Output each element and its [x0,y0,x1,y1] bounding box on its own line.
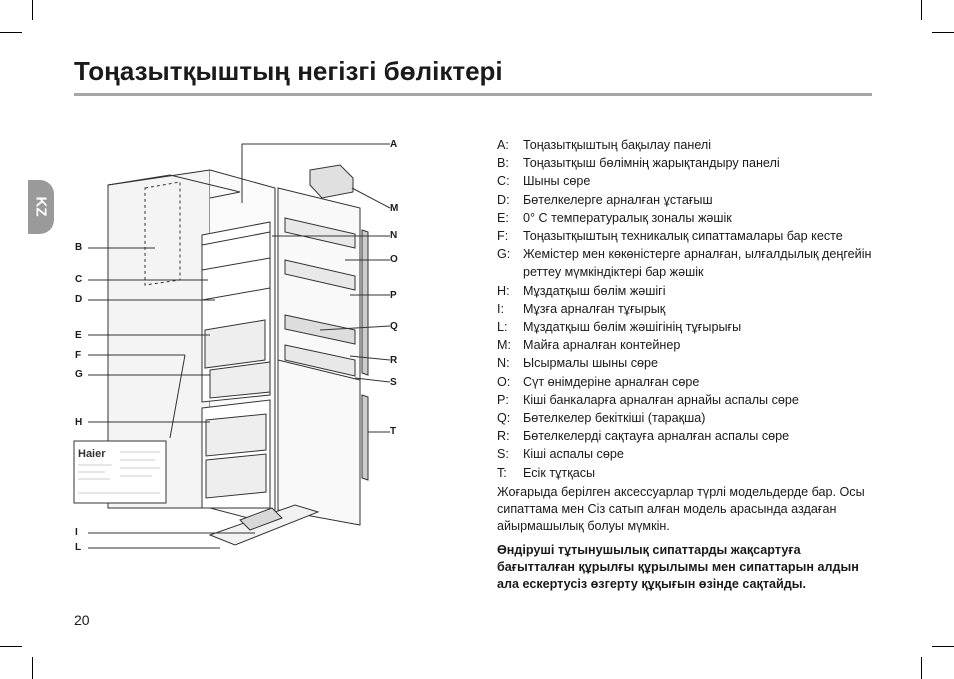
legend-item: G: Жемістер мен көкөністерге арналған, ыл… [497,245,877,281]
callout-i: I [75,527,78,538]
callout-f: F [75,350,82,361]
crop-mark [32,657,33,679]
legend-text: Бөтелкелерге арналған ұстағыш [523,192,713,207]
legend-item: H: Мұздатқыш бөлім жәшігі [497,282,877,300]
callout-n: N [390,230,398,241]
legend-key: F: [497,229,509,244]
callout-o: O [390,254,398,265]
legend-item: C: Шыны сөре [497,172,877,190]
page-title: Тоңазытқыштың негізгі бөліктері [74,56,503,86]
legend-key: P: [497,392,509,407]
language-tab-label: KZ [32,196,50,217]
parts-legend: A: Тоңазытқыштың бақылау панелі B: Тоңазыт… [497,136,877,482]
legend-text: Мұздатқыш бөлім жәшігінің тұғырығы [523,320,742,335]
callout-d: D [75,294,83,305]
page-number: 20 [74,612,90,628]
callout-a: A [390,139,398,150]
manufacturer-notice: Өндіруші тұтынушылық сипаттарды жақсарту… [497,543,859,591]
legend-item: M: Майға арналған контейнер [497,336,877,354]
legend-item: I: Мұзға арналған тұғырық [497,300,877,318]
legend-text: Мұзға арналған тұғырық [523,301,666,316]
legend-key: N: [497,356,510,371]
legend-item: N: Ысырмалы шыны сөре [497,354,877,372]
callout-b: B [75,242,83,253]
legend-key: D: [497,192,510,207]
legend-key: T: [497,465,507,480]
legend-text: Шыны сөре [523,174,591,189]
legend-text: Мұздатқыш бөлім жәшігі [523,283,666,298]
legend-key: A: [497,138,509,152]
accessories-note: Жоғарыда берілген аксессуарлар түрлі мод… [497,485,865,533]
legend-key: G: [497,247,511,262]
title-rule [74,93,872,96]
legend-item: B: Тоңазытқыш бөлімнің жарықтандыру панел… [497,154,877,172]
legend-text: Сүт өнімдеріне арналған сөре [523,374,700,389]
legend-key: S: [497,447,509,462]
rating-plate-brand: Haier [78,448,106,460]
legend-key: I: [497,301,504,316]
callout-q: Q [390,321,398,332]
callout-s: S [390,377,397,388]
legend-item: O: Сүт өнімдеріне арналған сөре [497,373,877,391]
callout-r: R [390,355,398,366]
legend-item: S: Кіші аспалы сөре [497,445,877,463]
legend-text: Тоңазытқыштың техникалық сипаттамалары б… [523,229,843,244]
crop-mark [921,657,922,679]
language-tab: KZ [28,180,54,234]
crop-mark [921,0,922,20]
legend-text: Тоңазытқыштың бақылау панелі [523,138,712,152]
legend-key: O: [497,374,511,389]
legend-key: R: [497,429,510,444]
legend-key: H: [497,283,510,298]
legend-text: Бөтелкелер бекіткіші (тарақша) [523,411,706,426]
legend-text: Жемістер мен көкөністерге арналған, ылға… [523,247,872,280]
crop-mark [0,32,22,33]
callout-h: H [75,417,83,428]
legend-text: 0° C температуралық зоналы жәшік [523,210,732,225]
legend-key: C: [497,174,510,189]
legend-key: L: [497,320,508,335]
legend-text: Есік тұтқасы [523,465,596,480]
crop-mark [932,32,954,33]
callout-p: P [390,290,397,301]
legend-item: Q: Бөтелкелер бекіткіші (тарақша) [497,409,877,427]
legend-item: F: Тоңазытқыштың техникалық сипаттамалары… [497,227,877,245]
legend-item: P: Кіші банкаларға арналған арнайы аспалы… [497,391,877,409]
callout-e: E [75,330,82,341]
crop-mark [932,646,954,647]
legend-text: Кіші аспалы сөре [523,447,624,462]
legend-text: Бөтелкелерді сақтауға арналған аспалы сө… [523,429,790,444]
callout-c: C [75,274,83,285]
callout-t: T [390,426,397,437]
legend-key: E: [497,210,509,225]
legend-item: L: Мұздатқыш бөлім жәшігінің тұғырығы [497,318,877,336]
legend-key: M: [497,338,511,353]
legend-text: Тоңазытқыш бөлімнің жарықтандыру панелі [523,156,780,171]
legend-text: Майға арналған контейнер [523,338,681,353]
legend-text: Кіші банкаларға арналған арнайы аспалы с… [523,392,799,407]
legend-item: T: Есік тұтқасы [497,464,877,482]
legend-text: Ысырмалы шыны сөре [523,356,659,371]
callout-l: L [75,542,82,553]
legend-item: D: Бөтелкелерге арналған ұстағыш [497,191,877,209]
callout-m: M [390,203,399,214]
legend-item: R: Бөтелкелерді сақтауға арналған аспалы … [497,427,877,445]
legend-key: B: [497,156,509,171]
legend-item: E: 0° C температуралық зоналы жәшік [497,209,877,227]
legend-key: Q: [497,411,511,426]
crop-mark [0,646,22,647]
fridge-diagram: Haier [73,143,391,549]
crop-mark [32,0,33,20]
callout-g: G [75,369,83,380]
legend-item: A: Тоңазытқыштың бақылау панелі [497,136,877,154]
